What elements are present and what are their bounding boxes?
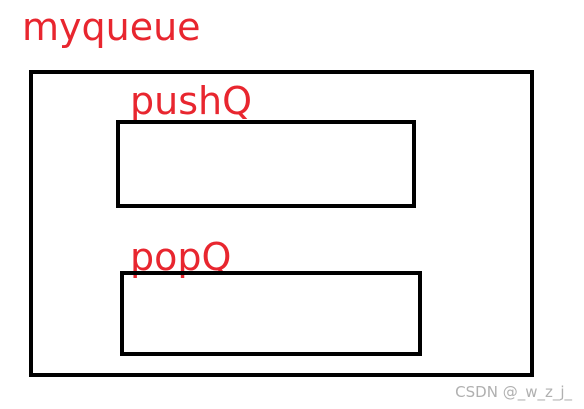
- popq-label: popQ: [130, 235, 232, 279]
- myqueue-title-label: myqueue: [22, 5, 201, 49]
- csdn-watermark: CSDN @_w_z_j_: [455, 383, 572, 401]
- popq-box: [120, 271, 422, 356]
- pushq-box: [116, 120, 416, 208]
- pushq-label: pushQ: [130, 79, 252, 123]
- myqueue-container-box: [29, 70, 534, 377]
